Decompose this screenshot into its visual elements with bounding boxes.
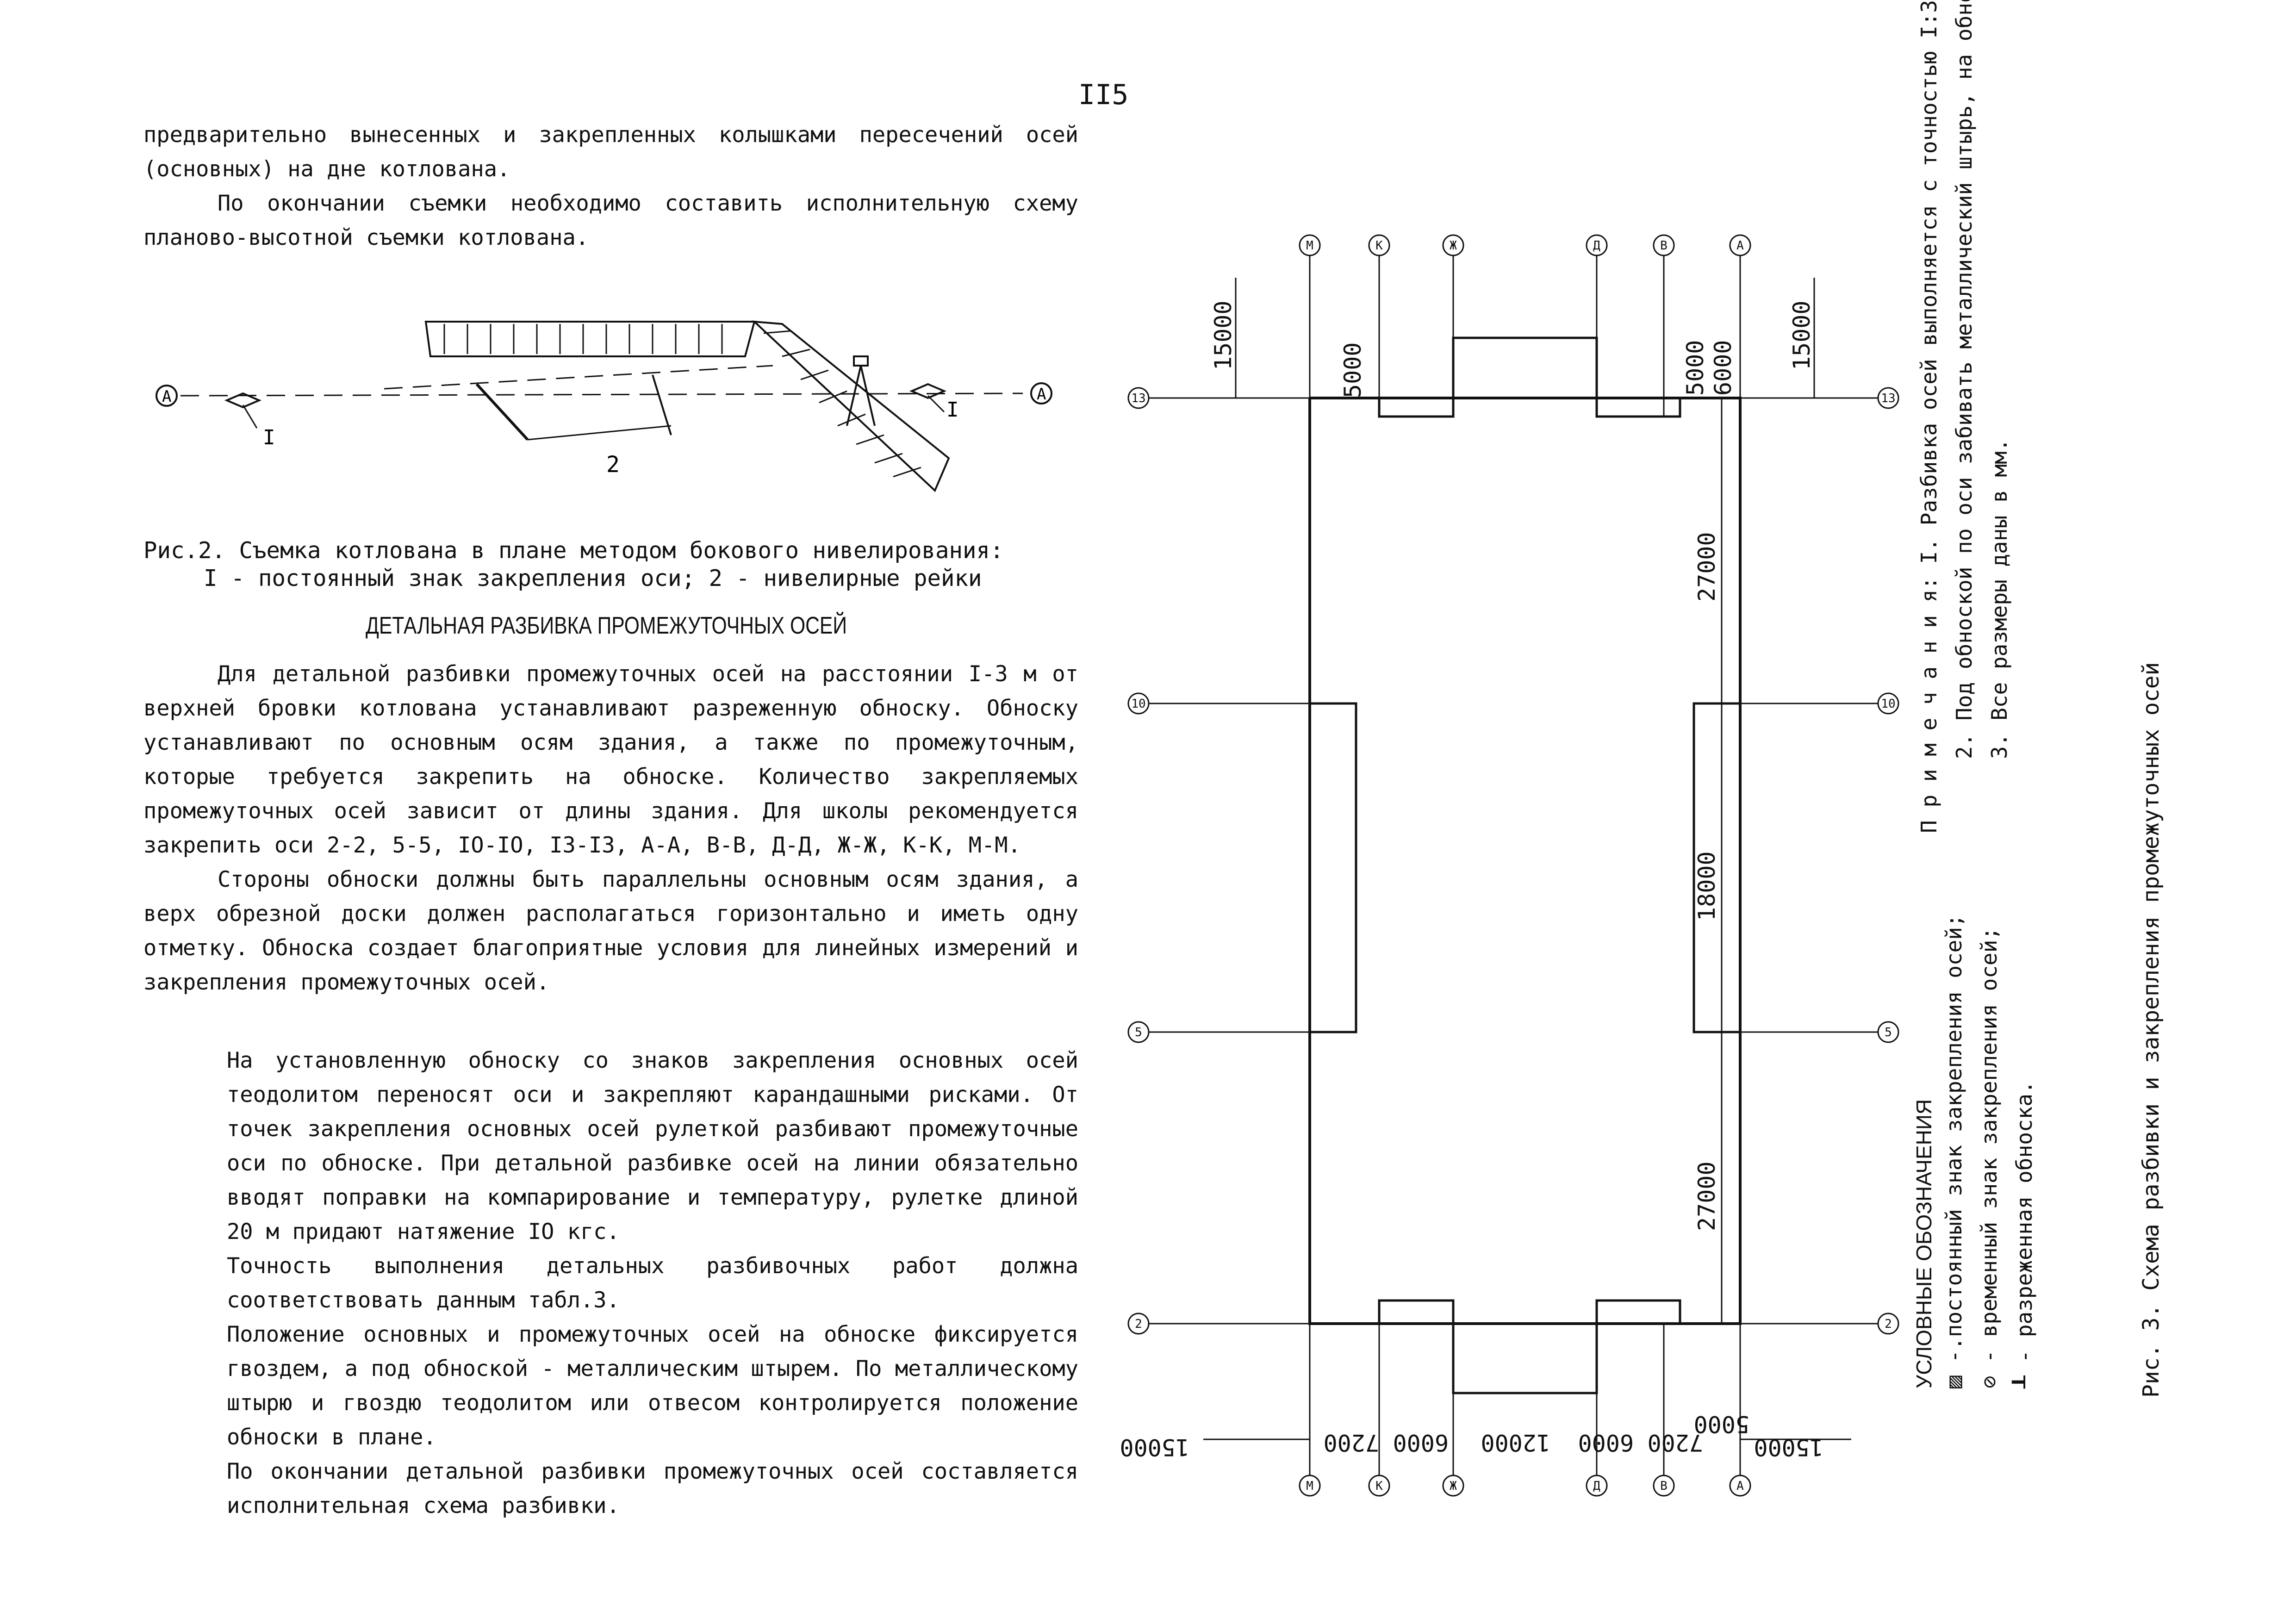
dim-bottom-5: 6000 <box>1578 1429 1634 1456</box>
dim-vertical-2: 18000 <box>1693 851 1720 921</box>
legend-item-1: ▨ -.постоянный знак закрепления осей; <box>1936 914 1972 1388</box>
axis-label-bottom-1: М <box>1306 1479 1313 1493</box>
axis-label-left-13: 13 <box>1131 392 1145 405</box>
axis-label-bottom-3: Ж <box>1450 1479 1457 1493</box>
intro-paragraph-1: предварительно вынесенных и закрепленных… <box>143 122 1078 182</box>
axis-label-bottom-5: В <box>1660 1479 1668 1493</box>
fig2-label-1-right: I <box>946 398 959 422</box>
legend-item-2-text: - временный знак закрепления осей; <box>1977 927 2002 1363</box>
dim-vertical-1: 27000 <box>1693 532 1720 602</box>
legend-item-2: ⊘ - временный знак закрепления осей; <box>1972 914 2007 1388</box>
dim-vertical-3: 27000 <box>1693 1161 1720 1231</box>
small-circle-icon: ⊘ <box>1977 1363 2002 1388</box>
fig2-axis-label-left: А <box>162 387 171 406</box>
fig2-label-2: 2 <box>606 452 620 478</box>
figure-3-legend: УСЛОВНЫЕ ОБОЗНАЧЕНИЯ ▨ -.постоянный знак… <box>1911 914 2042 1388</box>
dim-bottom-1: 15000 <box>1120 1434 1189 1461</box>
axis-label-top-3: Ж <box>1450 239 1457 253</box>
fig2-axis-label-right: А <box>1037 385 1046 404</box>
dim-top-1: 15000 <box>1210 300 1237 370</box>
page-number: II5 <box>1078 79 1129 111</box>
axis-label-bottom-2: К <box>1375 1479 1383 1493</box>
note-1: П р и м е ч а н и я: I. Разбивка осей вы… <box>1916 0 1941 833</box>
figure-2-caption-line1: Рис.2. Съемка котлована в плане методом … <box>143 537 1004 564</box>
dim-bottom-7: 5000 <box>1694 1411 1749 1437</box>
hatched-square-icon: ▨ <box>1941 1363 1966 1388</box>
axis-label-right-13: 13 <box>1881 392 1895 405</box>
figure-3-caption: Рис. 3. Схема разбивки и закрепления про… <box>2138 662 2164 1398</box>
dim-bottom-8: 15000 <box>1754 1434 1823 1461</box>
axis-label-top-1: М <box>1306 239 1313 253</box>
dim-top-4: 6000 <box>1710 340 1736 396</box>
axis-label-top-5: В <box>1660 239 1668 253</box>
section-paragraph-3: На установленную обноску со знаков закре… <box>227 1048 1078 1244</box>
fig2-label-1-left: I <box>263 426 275 449</box>
legend-item-1-text: -.постоянный знак закрепления осей; <box>1941 914 1966 1363</box>
dim-bottom-6: 7200 <box>1648 1429 1703 1456</box>
axis-label-left-5: 5 <box>1135 1026 1142 1039</box>
legend-item-3: ┸ - разреженная обноска. <box>2007 914 2042 1388</box>
figure-2-caption-line2: I - постоянный знак закрепления оси; 2 -… <box>204 565 982 591</box>
section-body-1: Для детальной разбивки промежуточных осе… <box>143 657 1078 1000</box>
dim-top-3: 5000 <box>1682 340 1709 396</box>
axis-label-bottom-6: А <box>1736 1479 1744 1493</box>
dim-bottom-4: 12000 <box>1481 1429 1550 1456</box>
section-paragraph-6: По окончании детальной разбивки промежут… <box>227 1459 1078 1518</box>
axis-label-left-10: 10 <box>1131 697 1145 711</box>
figure-2-drawing: А А I I 2 <box>156 320 1052 492</box>
intro-text: предварительно вынесенных и закрепленных… <box>143 118 1078 255</box>
dim-bottom-3: 6000 <box>1393 1429 1449 1456</box>
section-paragraph-2: Стороны обноски должны быть параллельны … <box>143 867 1078 995</box>
axis-label-top-6: А <box>1736 239 1744 253</box>
section-body-2: На установленную обноску со знаков закре… <box>227 1044 1078 1523</box>
axis-label-top-4: Д <box>1593 239 1600 253</box>
figure-3-notes: П р и м е ч а н и я: I. Разбивка осей вы… <box>1911 0 2017 833</box>
note-3: 3. Все размеры даны в мм. <box>1987 438 2012 759</box>
section-title: ДЕТАЛЬНАЯ РАЗБИВКА ПРОМЕЖУТОЧНЫХ ОСЕЙ <box>365 612 847 639</box>
note-2: 2. Под обноской по оси забивать металлич… <box>1952 0 1977 759</box>
section-paragraph-5: Положение основных и промежуточных осей … <box>227 1322 1078 1450</box>
axis-label-right-2: 2 <box>1885 1317 1892 1331</box>
axis-label-bottom-4: Д <box>1593 1479 1600 1493</box>
section-paragraph-1: Для детальной разбивки промежуточных осе… <box>143 661 1078 858</box>
axis-label-right-5: 5 <box>1885 1026 1892 1039</box>
axis-label-top-2: К <box>1375 239 1383 253</box>
legend-item-3-text: - разреженная обноска. <box>2012 1081 2037 1363</box>
figure-2-caption: Рис.2. Съемка котлована в плане методом … <box>143 537 1069 592</box>
figure-3-drawing: М К Ж Д В А М К Ж Д В А 13 13 10 10 5 5 … <box>1120 234 1899 1497</box>
batter-board-icon: ┸ <box>2012 1363 2037 1388</box>
dim-top-5: 15000 <box>1788 300 1815 370</box>
intro-paragraph-2: По окончании съемки необходимо составить… <box>143 191 1078 250</box>
axis-label-left-2: 2 <box>1135 1317 1142 1331</box>
axis-label-right-10: 10 <box>1881 697 1895 711</box>
dim-bottom-2: 7200 <box>1324 1429 1379 1456</box>
legend-title: УСЛОВНЫЕ ОБОЗНАЧЕНИЯ <box>1912 1099 1936 1388</box>
section-paragraph-4: Точность выполнения детальных разбивочны… <box>227 1253 1078 1313</box>
dim-top-2: 5000 <box>1339 342 1366 398</box>
